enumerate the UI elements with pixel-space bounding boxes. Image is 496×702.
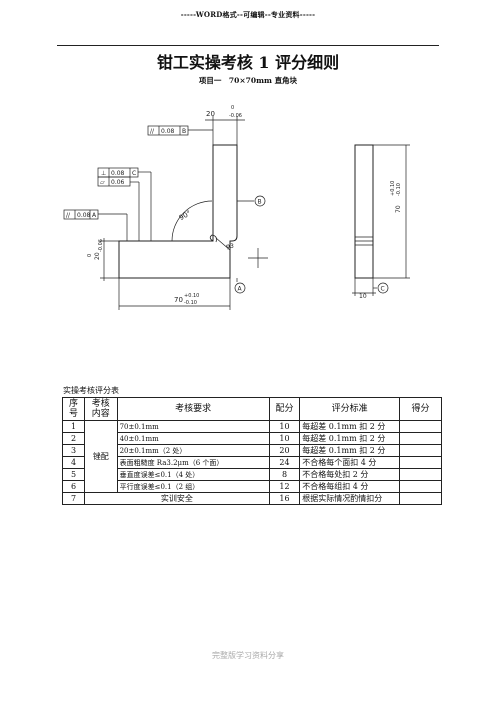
score-cell[interactable] xyxy=(398,420,443,433)
datum-a-circle xyxy=(234,282,246,294)
svg-text:▱: ▱ xyxy=(100,179,105,186)
table-row: 1 锉配 70±0.1mm 10 每超差 0.1mm 扣 2 分 xyxy=(61,420,443,493)
svg-text:20: 20 xyxy=(94,252,101,260)
svg-text:0: 0 xyxy=(87,254,93,257)
fcf-parallel-left: // 0.08 A xyxy=(63,209,99,220)
score-table: 序号 考核内容 考核要求 配分 评分标准 得分 1 锉配 70±0.1mm 10… xyxy=(61,397,443,505)
table-row: 3 20±0.1mm（2 处） 20 每超差 0.1mm 扣 2 分 xyxy=(61,444,443,457)
score-cell[interactable] xyxy=(398,468,443,481)
svg-text:-0.10: -0.10 xyxy=(396,183,402,196)
svg-text:10: 10 xyxy=(359,293,367,300)
relief-hole xyxy=(209,234,217,243)
header-score: 得分 xyxy=(398,397,443,421)
svg-text:C: C xyxy=(132,170,136,177)
svg-text:B: B xyxy=(258,199,262,206)
svg-text:-0.06: -0.06 xyxy=(98,239,104,252)
svg-text:0.08: 0.08 xyxy=(111,170,125,177)
table-header-row: 序号 考核内容 考核要求 配分 评分标准 得分 xyxy=(61,397,443,421)
table-row-safety: 7 实训安全 16 根据实际情况酌情扣分 xyxy=(61,492,443,505)
angle-label: 90° xyxy=(178,209,193,222)
header-points: 配分 xyxy=(268,397,301,421)
svg-text:70: 70 xyxy=(395,205,402,213)
table-row: 4 表面粗糙度 Ra3.2μm（6 个面） 24 不合格每个面扣 4 分 xyxy=(61,456,443,469)
page-title: 钳工实操考核 1 评分细则 xyxy=(156,53,340,72)
table-row: 2 40±0.1mm 10 每超差 0.1mm 扣 2 分 xyxy=(61,432,443,445)
technical-drawing: φ3 20 0 -0.06 // 0.08 B ⊥ 0.08 C ▱ 0.06 … xyxy=(63,105,410,310)
svg-text://: // xyxy=(150,128,155,135)
svg-text:A: A xyxy=(238,286,243,293)
header-rule xyxy=(57,45,439,46)
table-row: 6 平行度误差≤0.1（2 组） 12 不合格每组扣 4 分 xyxy=(61,480,443,493)
header-criteria: 评分标准 xyxy=(299,397,400,421)
score-cell[interactable] xyxy=(398,444,443,457)
header-content: 考核内容 xyxy=(84,397,118,421)
document-header: -----WORD格式--可编辑--专业资料----- xyxy=(180,10,316,19)
group-label: 锉配 xyxy=(84,420,118,493)
top-dim-lower: -0.06 xyxy=(229,113,242,119)
score-cell[interactable] xyxy=(398,492,443,505)
header-seq: 序号 xyxy=(61,397,86,421)
top-dim-value: 20 xyxy=(206,110,215,118)
radius-label: φ3 xyxy=(226,243,234,250)
fcf-perp: ⊥ 0.08 C xyxy=(97,167,139,178)
svg-text:0.08: 0.08 xyxy=(77,212,91,219)
svg-text:⊥: ⊥ xyxy=(101,170,106,177)
svg-text:A: A xyxy=(92,212,97,219)
header-requirement: 考核要求 xyxy=(116,397,270,421)
part-outline xyxy=(118,144,238,279)
fcf-parallel-top: // 0.08 B xyxy=(147,125,189,136)
table-caption: 实操考核评分表 xyxy=(63,386,119,395)
svg-text:-0.10: -0.10 xyxy=(184,300,197,306)
svg-text:0.06: 0.06 xyxy=(111,179,125,186)
footer-watermark: 完整版学习资料分享 xyxy=(212,651,284,660)
svg-text:+0.10: +0.10 xyxy=(390,181,396,196)
top-dim-upper: 0 xyxy=(231,105,234,111)
datum-c-circle xyxy=(377,282,389,294)
project-subtitle: 项目一 70×70mm 直角块 xyxy=(198,76,298,85)
svg-text:B: B xyxy=(182,128,186,135)
fcf-flat: ▱ 0.06 xyxy=(97,176,131,187)
datum-b-circle xyxy=(254,195,266,207)
svg-text://: // xyxy=(66,212,71,219)
score-cell[interactable] xyxy=(398,480,443,493)
svg-text:70: 70 xyxy=(174,296,183,304)
score-cell[interactable] xyxy=(398,456,443,469)
svg-text:+0.10: +0.10 xyxy=(184,293,199,299)
svg-text:0.08: 0.08 xyxy=(161,128,175,135)
side-view xyxy=(354,144,374,279)
svg-text:C: C xyxy=(381,286,385,293)
table-row: 5 垂直度误差≤0.1（4 处） 8 不合格每处扣 2 分 xyxy=(61,468,443,481)
score-cell[interactable] xyxy=(398,432,443,445)
